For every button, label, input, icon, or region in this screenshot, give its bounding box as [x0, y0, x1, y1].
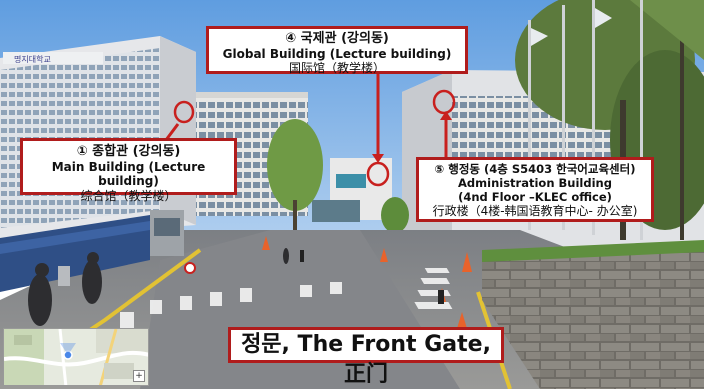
global-building-chinese: 国际馆（教学楼） [288, 61, 385, 76]
minimap-image [4, 329, 148, 385]
location-minimap[interactable]: + [3, 328, 149, 386]
main-building-korean: ① 종합관 (강의동) [76, 144, 181, 159]
main-building-label: ① 종합관 (강의동) Main Building (Lecture build… [20, 138, 237, 203]
admin-building-chinese: 行政楼（4楼-韩国语教育中心- 办公室) [432, 204, 638, 219]
main-building-chinese: 综合馆（教学楼） [80, 189, 177, 204]
admin-building-label: ⑤ 행정동 (4층 S5403 한국어교육센터) Administration … [416, 157, 654, 222]
admin-building-floor: (4nd Floor –KLEC office) [458, 190, 612, 205]
global-building-label: ④ 국제관 (강의동) Global Building (Lecture bui… [206, 26, 468, 76]
admin-building-english: Administration Building [458, 176, 612, 191]
front-gate-label: 정문, The Front Gate, 正门 [228, 327, 504, 387]
admin-building-korean: ⑤ 행정동 (4층 S5403 한국어교육센터) [434, 162, 636, 176]
building-sign-text: 명지대학교 [14, 54, 51, 64]
global-building-korean: ④ 국제관 (강의동) [285, 31, 389, 46]
main-building-english: Main Building (Lecture building) [51, 159, 206, 189]
zoom-in-button[interactable]: + [133, 370, 145, 382]
global-building-english: Global Building (Lecture building) [222, 46, 452, 61]
